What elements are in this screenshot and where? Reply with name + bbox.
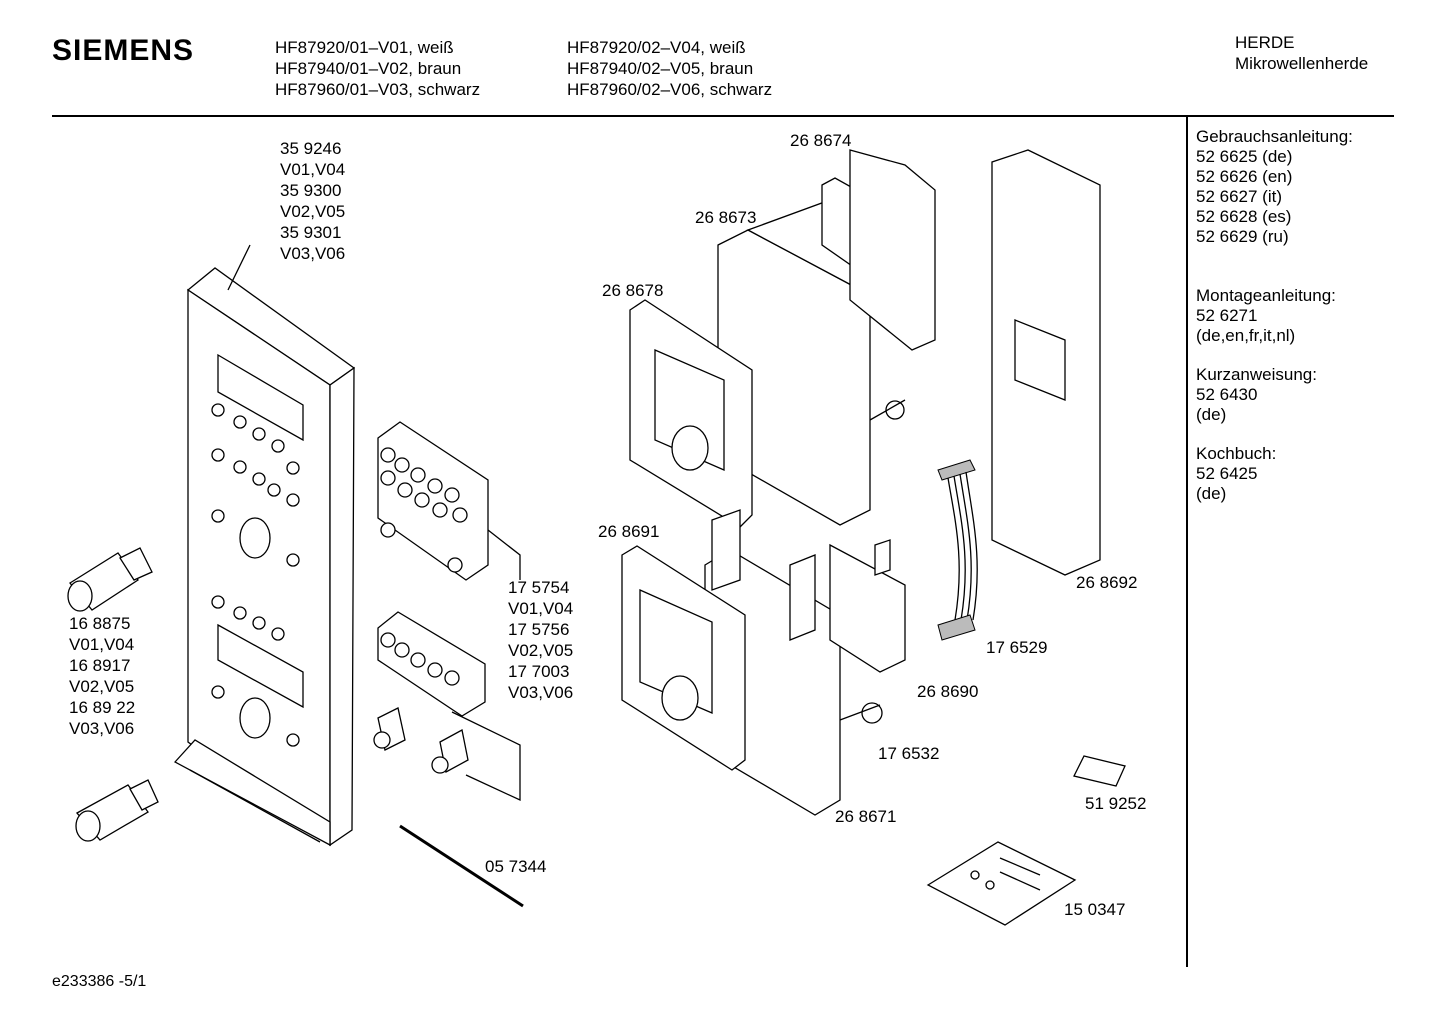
doc-line: 52 6271	[1196, 306, 1258, 325]
brand-logo: SIEMENS	[52, 34, 195, 67]
lower-control-unit-drawing	[621, 509, 906, 816]
part-line: 35 9246	[280, 139, 342, 158]
part-number-268673: 26 8673	[695, 208, 757, 227]
part-line: 17 7003	[508, 662, 570, 681]
part-line: V02,V05	[508, 641, 574, 660]
part-line: V03,V06	[508, 683, 574, 702]
doc-line: 52 6425	[1196, 464, 1258, 483]
doc-section-montageanleitung: Montageanleitung: 52 6271 (de,en,fr,it,n…	[1196, 286, 1336, 346]
part-number-268671: 26 8671	[835, 807, 897, 826]
part-number-268690: 26 8690	[917, 682, 979, 701]
part-line: V01,V04	[69, 635, 135, 654]
part-line: V02,V05	[69, 677, 135, 696]
header-divider	[52, 115, 1394, 117]
doc-section-kochbuch: Kochbuch: 52 6425 (de)	[1196, 444, 1276, 504]
model-line: HF87920/01–V01, weiß	[275, 38, 454, 57]
part-number-176532: 17 6532	[878, 744, 940, 763]
part-number-knobs: 16 8875 V01,V04 16 8917 V02,V05 16 89 22…	[69, 613, 135, 739]
part-number-176529: 17 6529	[986, 638, 1048, 657]
front-panel-drawing	[173, 244, 356, 847]
ribbon-cable-drawing	[937, 459, 978, 641]
part-number-268674: 26 8674	[790, 131, 852, 150]
document-id: e233386 -5/1	[52, 973, 147, 990]
doc-section-gebrauchsanleitung: Gebrauchsanleitung: 52 6625 (de) 52 6626…	[1196, 127, 1353, 247]
category-line: Mikrowellenherde	[1235, 54, 1369, 73]
model-line: HF87920/02–V04, weiß	[567, 38, 746, 57]
model-list-left: HF87920/01–V01, weiß HF87940/01–V02, bra…	[275, 37, 480, 100]
model-line: HF87940/02–V05, braun	[567, 59, 754, 78]
button-board-drawing	[377, 421, 521, 581]
doc-section-title: Gebrauchsanleitung:	[1196, 127, 1353, 146]
part-line: 17 5756	[508, 620, 570, 639]
part-line: 17 5754	[508, 578, 570, 597]
doc-line: 52 6629 (ru)	[1196, 227, 1289, 246]
part-line: V03,V06	[280, 244, 346, 263]
part-line: 35 9300	[280, 181, 342, 200]
sidebar-divider	[1186, 117, 1188, 967]
part-line: 16 89 22	[69, 698, 136, 717]
doc-line: 52 6430	[1196, 385, 1258, 404]
doc-line: 52 6628 (es)	[1196, 207, 1292, 226]
part-number-150347: 15 0347	[1064, 900, 1126, 919]
part-number-519252: 51 9252	[1085, 794, 1147, 813]
part-line: 16 8917	[69, 656, 131, 675]
category-label: HERDE Mikrowellenherde	[1235, 32, 1368, 74]
part-number-button-boards: 17 5754 V01,V04 17 5756 V02,V05 17 7003 …	[508, 577, 573, 703]
doc-line: (de,en,fr,it,nl)	[1196, 326, 1296, 345]
part-line: 35 9301	[280, 223, 342, 242]
part-line: V03,V06	[69, 719, 135, 738]
screw-bag-drawing	[926, 841, 1077, 926]
model-line: HF87960/02–V06, schwarz	[567, 80, 773, 99]
doc-section-title: Kochbuch:	[1196, 444, 1277, 463]
knob-drawing	[67, 547, 153, 612]
rod-drawing	[399, 824, 524, 908]
upper-control-unit-drawing	[629, 149, 936, 528]
part-line: V01,V04	[508, 599, 574, 618]
doc-line: 52 6627 (it)	[1196, 187, 1282, 206]
circuit-board-drawing	[991, 149, 1101, 576]
doc-section-kurzanweisung: Kurzanweisung: 52 6430 (de)	[1196, 365, 1317, 425]
doc-line: 52 6626 (en)	[1196, 167, 1293, 186]
category-line: HERDE	[1235, 33, 1295, 52]
model-line: HF87960/01–V03, schwarz	[275, 80, 481, 99]
part-number-front-panel: 35 9246 V01,V04 35 9300 V02,V05 35 9301 …	[280, 138, 345, 264]
part-line: 16 8875	[69, 614, 131, 633]
part-number-rod: 05 7344	[485, 857, 547, 876]
doc-section-title: Kurzanweisung:	[1196, 365, 1317, 384]
part-number-268691: 26 8691	[598, 522, 660, 541]
part-number-268692: 26 8692	[1076, 573, 1138, 592]
doc-line: (de)	[1196, 405, 1227, 424]
knob-drawing	[75, 779, 159, 842]
cover-plate-drawing	[1073, 755, 1126, 787]
part-line: V02,V05	[280, 202, 346, 221]
doc-line: 52 6625 (de)	[1196, 147, 1293, 166]
model-list-right: HF87920/02–V04, weiß HF87940/02–V05, bra…	[567, 37, 772, 100]
model-line: HF87940/01–V02, braun	[275, 59, 462, 78]
button-board-drawing	[373, 611, 521, 802]
doc-line: (de)	[1196, 484, 1227, 503]
doc-section-title: Montageanleitung:	[1196, 286, 1336, 305]
part-number-268678: 26 8678	[602, 281, 664, 300]
part-line: V01,V04	[280, 160, 346, 179]
